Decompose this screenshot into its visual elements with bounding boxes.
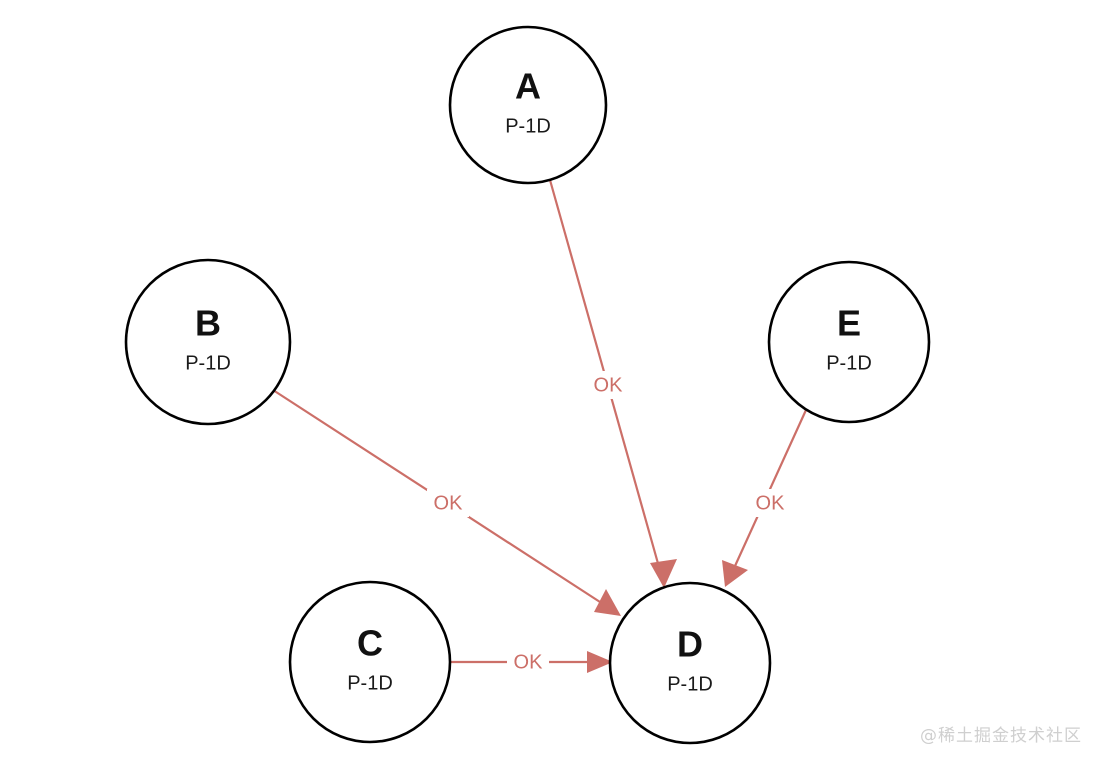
edge-label-c-to-d-backing bbox=[507, 648, 549, 676]
node-e-label: E bbox=[837, 303, 861, 344]
node-a-label: A bbox=[515, 66, 541, 107]
edge-label-e-to-d-group: OK bbox=[749, 489, 791, 517]
node-c-sublabel: P-1D bbox=[347, 672, 393, 694]
node-e-circle bbox=[767, 260, 931, 424]
edge-label-a-to-d: OK bbox=[594, 374, 624, 396]
edge-label-c-to-d: OK bbox=[514, 651, 544, 673]
edge-c-to-d-arrowhead bbox=[587, 651, 613, 673]
edge-label-e-to-d-backing bbox=[749, 489, 791, 517]
node-c-circle bbox=[288, 580, 452, 744]
edge-label-e-to-d: OK bbox=[756, 492, 786, 514]
node-e-sublabel: P-1D bbox=[826, 352, 872, 374]
node-group: A P-1D B P-1D C P-1D D P-1D bbox=[124, 25, 931, 745]
edge-label-b-to-d-group: OK bbox=[427, 489, 469, 517]
node-b[interactable]: B P-1D bbox=[124, 258, 292, 426]
edge-label-c-to-d-group: OK bbox=[507, 648, 549, 676]
edge-label-b-to-d-backing bbox=[427, 489, 469, 517]
node-a-sublabel: P-1D bbox=[505, 115, 551, 137]
node-d-label: D bbox=[677, 624, 703, 665]
edge-e-to-d[interactable] bbox=[722, 409, 808, 587]
node-a[interactable]: A P-1D bbox=[448, 25, 608, 185]
node-b-label: B bbox=[195, 303, 221, 344]
node-b-sublabel: P-1D bbox=[185, 352, 231, 374]
node-c[interactable]: C P-1D bbox=[288, 580, 452, 744]
node-d-sublabel: P-1D bbox=[667, 673, 713, 695]
edge-label-a-to-d-group: OK bbox=[587, 371, 629, 399]
node-d-circle bbox=[608, 581, 772, 745]
edge-b-to-d-arrowhead bbox=[594, 589, 621, 616]
node-d[interactable]: D P-1D bbox=[608, 581, 772, 745]
node-c-label: C bbox=[357, 623, 383, 664]
node-b-circle bbox=[124, 258, 292, 426]
edge-e-to-d-arrowhead bbox=[722, 560, 748, 587]
watermark: @稀土掘金技术社区 bbox=[920, 726, 1082, 746]
edge-label-b-to-d: OK bbox=[434, 492, 464, 514]
edge-a-to-d-arrowhead bbox=[650, 559, 677, 588]
node-e[interactable]: E P-1D bbox=[767, 260, 931, 424]
node-a-circle bbox=[448, 25, 608, 185]
edge-e-to-d-line bbox=[733, 409, 808, 567]
edge-label-group: OK OK OK OK bbox=[427, 371, 791, 676]
edge-label-a-to-d-backing bbox=[587, 371, 629, 399]
